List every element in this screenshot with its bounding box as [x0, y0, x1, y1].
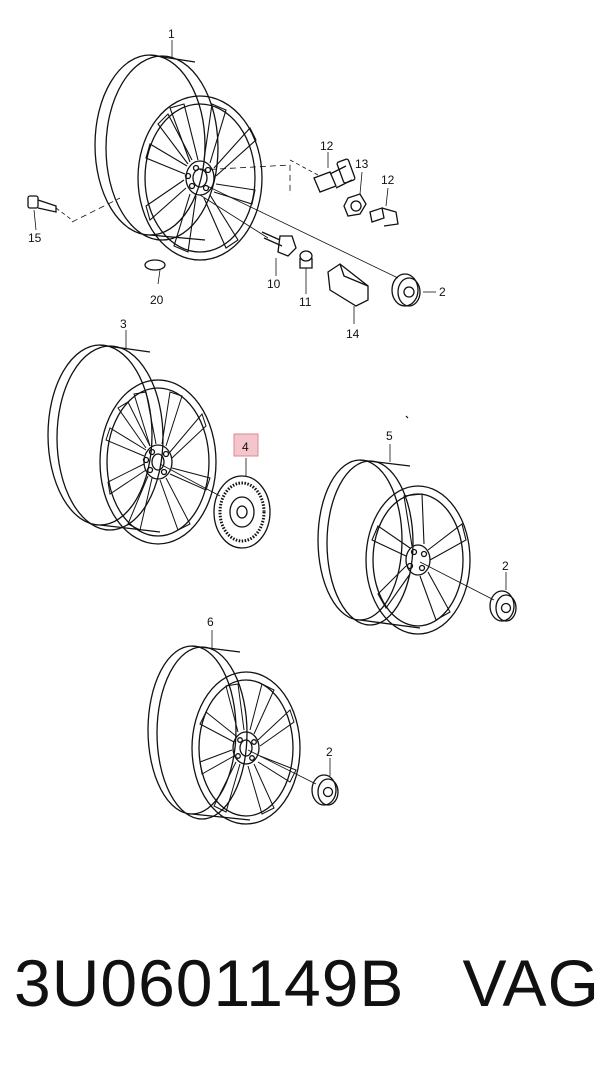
callout-10: 10 [267, 277, 281, 291]
callout-2-middle: 2 [502, 559, 509, 573]
brand-name: VAG [462, 946, 600, 1020]
hub-cap-2a [391, 273, 436, 307]
callout-14: 14 [346, 327, 360, 341]
part-number: 3U0601149B [14, 946, 405, 1020]
wheel-3 [47, 330, 221, 545]
seal-ring-20 [144, 259, 166, 271]
wheel-bolt-12b [369, 207, 399, 227]
callout-12-upper: 12 [320, 139, 334, 153]
hub-cap-2c [311, 758, 339, 806]
parts-diagram: 1 12 13 12 15 10 11 2 20 14 3 5 4 2 6 2 [27, 27, 517, 825]
bolt-cap-11 [299, 250, 313, 269]
callout-6: 6 [207, 615, 214, 629]
wheel-1 [94, 54, 263, 261]
valve-15 [27, 195, 121, 223]
puller-tool-14 [327, 263, 369, 307]
callout-2-bottom: 2 [326, 745, 333, 759]
hub-cap-2b [489, 572, 517, 622]
callout-5: 5 [386, 429, 393, 443]
callout-12-right: 12 [381, 173, 395, 187]
callout-2-top: 2 [439, 285, 446, 299]
callout-11: 11 [299, 295, 312, 309]
wheel-bolt-10 [261, 231, 297, 257]
callout-15: 15 [28, 231, 42, 245]
wheel-5 [317, 444, 495, 635]
callout-1: 1 [168, 27, 175, 41]
wheel-6 [147, 630, 317, 825]
callout-4-highlight [233, 433, 259, 457]
wheel-bolt-12a [313, 158, 356, 193]
callout-13: 13 [355, 157, 369, 171]
callout-3: 3 [120, 317, 127, 331]
callout-4: 4 [242, 440, 249, 454]
hub-cap-ring-4 [213, 458, 271, 549]
nut-13 [343, 193, 367, 217]
part-number-line: 3U0601149B VAG [14, 938, 599, 1028]
callout-20: 20 [150, 293, 164, 307]
